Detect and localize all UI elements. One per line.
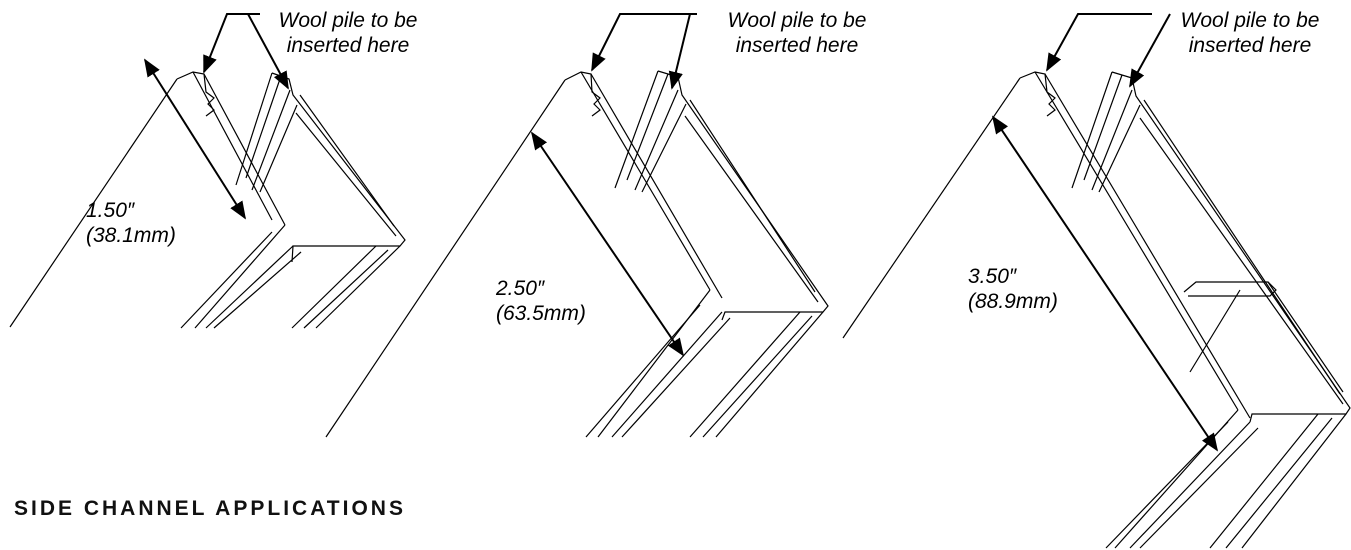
dimension-inches-3: 3.50″ [968, 265, 1017, 288]
wool-pile-note-2-line1: Wool pile to be [727, 9, 867, 32]
dimension-arrow-1 [144, 58, 246, 220]
leader-arrow-2a [592, 14, 697, 72]
leader-arrow-3b [1129, 14, 1170, 88]
wool-pile-note-3-line1: Wool pile to be [1180, 9, 1320, 32]
dimension-inches-2: 2.50″ [496, 277, 545, 300]
dimension-mm-1: (38.1mm) [86, 224, 176, 247]
wool-pile-note-1-line2: inserted here [286, 34, 410, 57]
channel-profile-3 [843, 72, 1350, 548]
channel-profile-1 [10, 72, 405, 328]
section-heading: SIDE CHANNEL APPLICATIONS [14, 497, 406, 520]
dimension-arrow-3 [991, 115, 1219, 452]
wool-pile-note-1: Wool pile to be inserted here [258, 8, 438, 58]
wool-pile-note-2-line2: inserted here [735, 34, 859, 57]
leader-arrow-1b [248, 14, 288, 90]
dimension-mm-3: (88.9mm) [968, 290, 1058, 313]
dimension-arrow-2 [530, 131, 685, 357]
leader-arrow-3a [1047, 14, 1152, 72]
wool-pile-note-1-line1: Wool pile to be [278, 9, 418, 32]
wool-pile-note-3-line2: inserted here [1188, 34, 1312, 57]
wool-pile-note-2: Wool pile to be inserted here [707, 8, 887, 58]
dimension-mm-2: (63.5mm) [496, 302, 586, 325]
leader-arrow-2b [668, 14, 690, 90]
dimension-label-1: 1.50″ (38.1mm) [86, 198, 176, 248]
dimension-label-2: 2.50″ (63.5mm) [496, 276, 586, 326]
dimension-inches-1: 1.50″ [86, 199, 135, 222]
dimension-label-3: 3.50″ (88.9mm) [968, 264, 1058, 314]
wool-pile-note-3: Wool pile to be inserted here [1160, 8, 1340, 58]
channel-profile-2 [326, 71, 828, 437]
